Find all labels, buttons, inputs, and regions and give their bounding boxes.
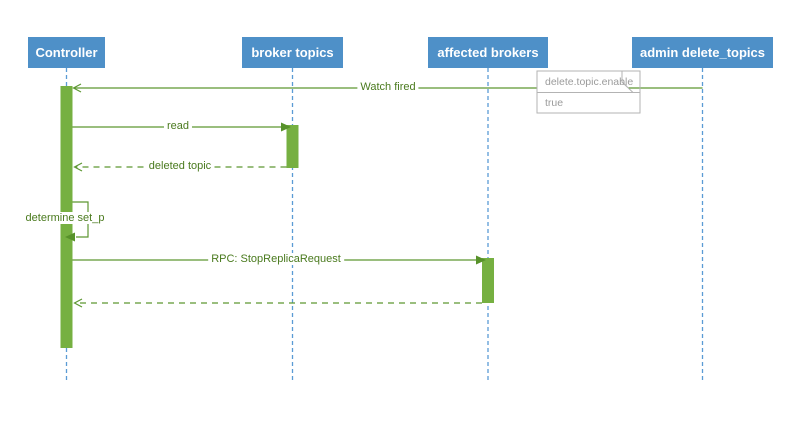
message-label-determine-set-p: determine set_p bbox=[22, 212, 108, 224]
actor-broker-topics: broker topics bbox=[242, 37, 343, 68]
actor-affected-brokers: affected brokers bbox=[428, 37, 548, 68]
message-label-watch-fired: Watch fired bbox=[357, 81, 419, 93]
note-box bbox=[536, 70, 641, 114]
actor-controller: Controller bbox=[28, 37, 105, 68]
activation-affected-brokers bbox=[482, 258, 494, 303]
activation-bars bbox=[60, 86, 494, 348]
lifelines bbox=[65, 68, 704, 382]
activation-broker-topics bbox=[286, 125, 299, 168]
arrow-return-affected-brokers bbox=[73, 298, 482, 308]
note-value: true bbox=[545, 97, 564, 109]
message-label-rpc: RPC: StopReplicaRequest bbox=[208, 253, 344, 265]
message-label-read: read bbox=[163, 120, 193, 132]
arrow-deleted-topic bbox=[73, 162, 287, 172]
message-label-deleted-topic: deleted topic bbox=[145, 160, 215, 172]
note-tab-fold bbox=[536, 70, 635, 93]
actor-admin-delete-topics: admin delete_topics bbox=[632, 37, 773, 68]
note-title: delete.topic.enable bbox=[545, 76, 634, 88]
